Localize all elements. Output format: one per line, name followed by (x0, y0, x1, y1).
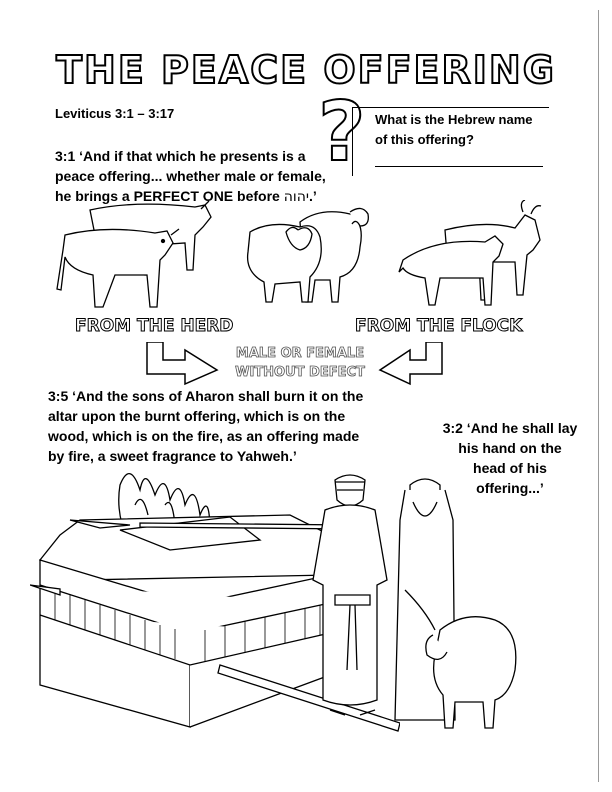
arrow-left-icon (378, 342, 443, 386)
verse-text: before (233, 188, 284, 204)
verse-line: peace offering... whether male or female… (55, 168, 326, 184)
question-line: of this offering? (375, 132, 474, 147)
verse-line: wood, which is on the fire, as an offeri… (48, 428, 360, 444)
condition-line: WITHOUT DEFECT (235, 365, 366, 381)
question-mark-icon: ? (317, 85, 367, 180)
arrow-right-icon (146, 342, 219, 386)
question-text: What is the Hebrew name of this offering… (375, 110, 532, 150)
verse-line: head of his (473, 460, 547, 476)
herd-label: FROM THE HERD (74, 316, 234, 337)
verse-line: 3:5 ‘And the sons of Aharon shall burn i… (48, 388, 364, 404)
altar-illustration (30, 473, 400, 732)
verse-3-2: 3:2 ‘And he shall lay his hand on the he… (430, 418, 590, 498)
verse-text: he brings a (55, 188, 134, 204)
verse-line: altar upon the burnt offering, which is … (48, 408, 346, 424)
verse-line: he brings a PERFECT ONE before יהוה.’ (55, 186, 326, 207)
goat-illustration (398, 200, 542, 306)
verse-line: by fire, a sweet fragrance to Yahweh.’ (48, 448, 297, 464)
verse-line: offering...’ (476, 480, 544, 496)
page-border (10, 10, 599, 782)
condition-label: MALE OR FEMALE WITHOUT DEFECT (200, 344, 400, 382)
scripture-reference: Leviticus 3:1 – 3:17 (55, 106, 175, 121)
answer-blank-line[interactable] (375, 166, 543, 167)
priests-illustration (312, 474, 517, 729)
flock-label: FROM THE FLOCK (354, 316, 523, 337)
verse-3-5: 3:5 ‘And the sons of Aharon shall burn i… (48, 386, 363, 466)
condition-line: MALE OR FEMALE (235, 346, 365, 362)
verse-text: .’ (308, 188, 317, 204)
question-line: What is the Hebrew name (375, 112, 533, 127)
question-box (352, 107, 549, 176)
sheep-illustration (246, 207, 369, 303)
verse-line: 3:1 ‘And if that which he presents is a (55, 148, 306, 164)
verse-3-1: 3:1 ‘And if that which he presents is a … (55, 146, 326, 207)
cattle-illustration (56, 200, 212, 308)
verse-emphasis: PERFECT ONE (133, 188, 234, 204)
hebrew-divine-name: יהוה (283, 189, 309, 205)
verse-line: 3:2 ‘And he shall lay (442, 420, 578, 436)
page-title: THE PEACE OFFERING (55, 47, 556, 93)
verse-line: his hand on the (458, 440, 562, 456)
